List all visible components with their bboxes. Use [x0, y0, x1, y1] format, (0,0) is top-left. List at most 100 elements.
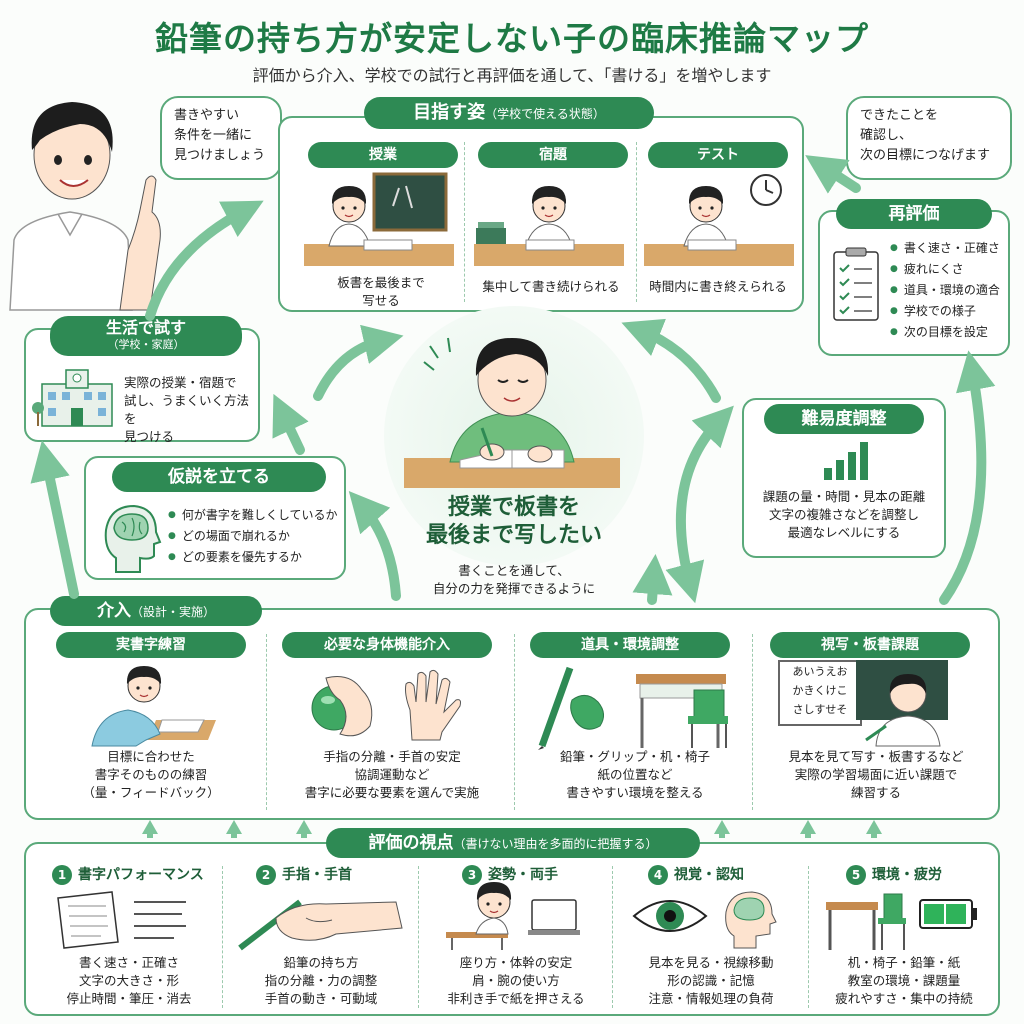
life-trial-text: 実際の授業・宿題で 試し、うまくいく方法を 見つける	[124, 374, 256, 446]
whiteboard-sample: あいうえお かきくけこ さしすせそ	[778, 660, 862, 726]
intervention-text-line: 目標に合わせた	[107, 749, 195, 764]
hypothesis-title: 仮説を立てる	[112, 462, 326, 492]
arrow-assessment-up	[866, 820, 882, 838]
reevaluation-item: 道具・環境の適合	[890, 280, 1010, 301]
goal-divider	[464, 142, 465, 302]
arrow-center-to-goal	[313, 324, 404, 401]
assessment-num: 4	[648, 865, 668, 885]
life-trial-title: 生活で試す （学校・家庭）	[50, 316, 242, 356]
difficulty-text-line: 課題の量・時間・見本の距離	[762, 489, 926, 504]
pencil-grip-desk-illustration	[538, 666, 728, 750]
handwriting-paper-icon	[57, 891, 186, 949]
bubble-line: 次の目標につなげます	[860, 148, 991, 163]
intervention-item-text: 鉛筆・グリップ・机・椅子 紙の位置など 書きやすい環境を整える	[518, 748, 752, 802]
center-main-line: 授業で板書を	[447, 495, 580, 520]
page-subtitle: 評価から介入、学校での試行と再評価を通して、「書ける」を増やします	[252, 66, 772, 85]
board-line: かきくけこ	[792, 684, 848, 697]
intervention-text-line: 紙の位置など	[597, 767, 673, 782]
bubble-line: できたことを	[860, 108, 939, 123]
assessment-item-text: 書く速さ・正確さ 文字の大きさ・形 停止時間・筆圧・消去	[40, 954, 218, 1008]
intervention-divider	[514, 634, 515, 810]
reevaluation-list: 書く速さ・正確さ 疲れにくさ 道具・環境の適合 学校での様子 次の目標を設定	[890, 238, 1010, 343]
reeval-speech-bubble: できたことを 確認し、 次の目標につなげます	[846, 96, 1012, 180]
eye-and-brain-icon	[632, 891, 777, 949]
intervention-text-line: （量・フィードバック）	[82, 785, 220, 800]
goal-item-label: 宿題	[478, 142, 628, 168]
student-test-illustration	[644, 174, 794, 266]
arrow-hypothesis-to-life	[272, 393, 309, 455]
reevaluation-item: 学校での様子	[890, 301, 1010, 322]
goal-item-text: 集中して書き続けられる	[466, 278, 636, 296]
student-copying-board-illustration	[856, 660, 948, 747]
assessment-label: 手指・手首	[282, 867, 352, 883]
child-writing-illustration	[404, 337, 620, 488]
school-building-icon	[32, 369, 113, 427]
life-text-line: 試し、うまくいく方法を	[124, 393, 250, 426]
assessment-title: 評価の視点（書けない理由を多面的に把握する）	[326, 828, 700, 858]
difficulty-text-line: 最適なレベルにする	[787, 525, 901, 540]
assessment-text-line: 鉛筆の持ち方	[283, 955, 359, 970]
center-main-line: 最後まで写したい	[425, 523, 602, 548]
assessment-text-line: 形の認識・記憶	[667, 973, 755, 988]
hypothesis-item: 何が書字を難しくしているか	[168, 505, 346, 526]
arrow-assessment-up	[714, 820, 730, 838]
assessment-label: 視覚・認知	[674, 867, 744, 883]
reevaluation-item: 書く速さ・正確さ	[890, 238, 1010, 259]
life-text-line: 見つける	[124, 429, 175, 444]
goal-item-label: 授業	[308, 142, 458, 168]
arrow-left-loop-up	[30, 440, 79, 599]
arrow-right-upper-curve	[621, 318, 721, 403]
assessment-num: 1	[52, 865, 72, 885]
assessment-item-text: 座り方・体幹の安定 肩・腕の使い方 非利き手で紙を押さえる	[420, 954, 612, 1008]
clipboard-checklist-icon	[833, 247, 879, 321]
assessment-num: 2	[256, 865, 276, 885]
intervention-text-line: 書字に必要な要素を選んで実施	[304, 785, 480, 800]
center-sub-line: 書くことを通して、	[458, 563, 570, 578]
therapist-speech-bubble: 書きやすい 条件を一緒に 見つけましょう	[160, 96, 282, 180]
intervention-text-line: 練習する	[850, 785, 901, 800]
bubble-line: 書きやすい	[174, 108, 240, 123]
intervention-item-text: 見本を見て写す・板書するなど 実際の学習場面に近い課題で 練習する	[756, 748, 996, 802]
board-line: あいうえお	[792, 665, 848, 678]
intervention-item-label: 実書字練習	[56, 632, 246, 658]
student-homework-illustration	[474, 185, 624, 266]
intervention-title-text: 介入	[96, 601, 131, 621]
center-sub-text: 書くことを通して、 自分の力を発揮できるように	[384, 562, 644, 598]
arrow-up-to-center	[632, 554, 673, 605]
arrow-assessment-up	[296, 820, 312, 838]
goal-text-line: 写せる	[362, 293, 400, 308]
student-at-blackboard-illustration	[304, 172, 454, 266]
assessment-item-text: 鉛筆の持ち方 指の分離・力の調整 手首の動き・可動域	[226, 954, 416, 1008]
assessment-text-line: 疲れやすさ・集中の持続	[835, 991, 973, 1006]
assessment-text-line: 指の分離・力の調整	[264, 973, 378, 988]
intervention-item-text: 手指の分離・手首の安定 協調運動など 書字に必要な要素を選んで実施	[270, 748, 514, 802]
life-trial-note: （学校・家庭）	[107, 338, 185, 351]
arrow-right-loop-up	[939, 350, 996, 605]
intervention-text-line: 手指の分離・手首の安定	[323, 749, 461, 764]
assessment-label: 姿勢・両手	[488, 867, 558, 883]
goal-title: 目指す姿（学校で使える状態）	[364, 97, 654, 129]
assessment-num: 3	[462, 865, 482, 885]
assessment-title-note: （書けない理由を多面的に把握する）	[453, 837, 658, 851]
goal-divider	[636, 142, 637, 302]
desk-chair-battery-icon	[826, 893, 977, 950]
goal-text-line: 時間内に書き終えられる	[649, 279, 787, 294]
bubble-line: 確認し、	[860, 128, 913, 143]
writing-practice-illustration	[91, 665, 216, 747]
hand-exercise-ball-icon	[311, 669, 461, 741]
therapist-illustration	[9, 102, 161, 311]
intervention-title: 介入（設計・実施）	[50, 596, 262, 626]
assessment-item-text: 見本を見る・視線移動 形の認識・記憶 注意・情報処理の負荷	[614, 954, 808, 1008]
goal-text-line: 板書を最後まで	[337, 275, 425, 290]
assessment-text-line: 肩・腕の使い方	[472, 973, 560, 988]
page-title: 鉛筆の持ち方が安定しない子の臨床推論マップ	[155, 19, 869, 58]
goal-text-line: 集中して書き続けられる	[482, 279, 620, 294]
bubble-line: 条件を一緒に	[174, 128, 253, 143]
reevaluation-item: 次の目標を設定	[890, 322, 1010, 343]
brain-head-icon	[104, 504, 162, 573]
hypothesis-list: 何が書字を難しくしているか どの場面で崩れるか どの要素を優先するか	[168, 505, 346, 568]
hypothesis-item: どの要素を優先するか	[168, 547, 346, 568]
assessment-text-line: 机・椅子・鉛筆・紙	[847, 955, 961, 970]
